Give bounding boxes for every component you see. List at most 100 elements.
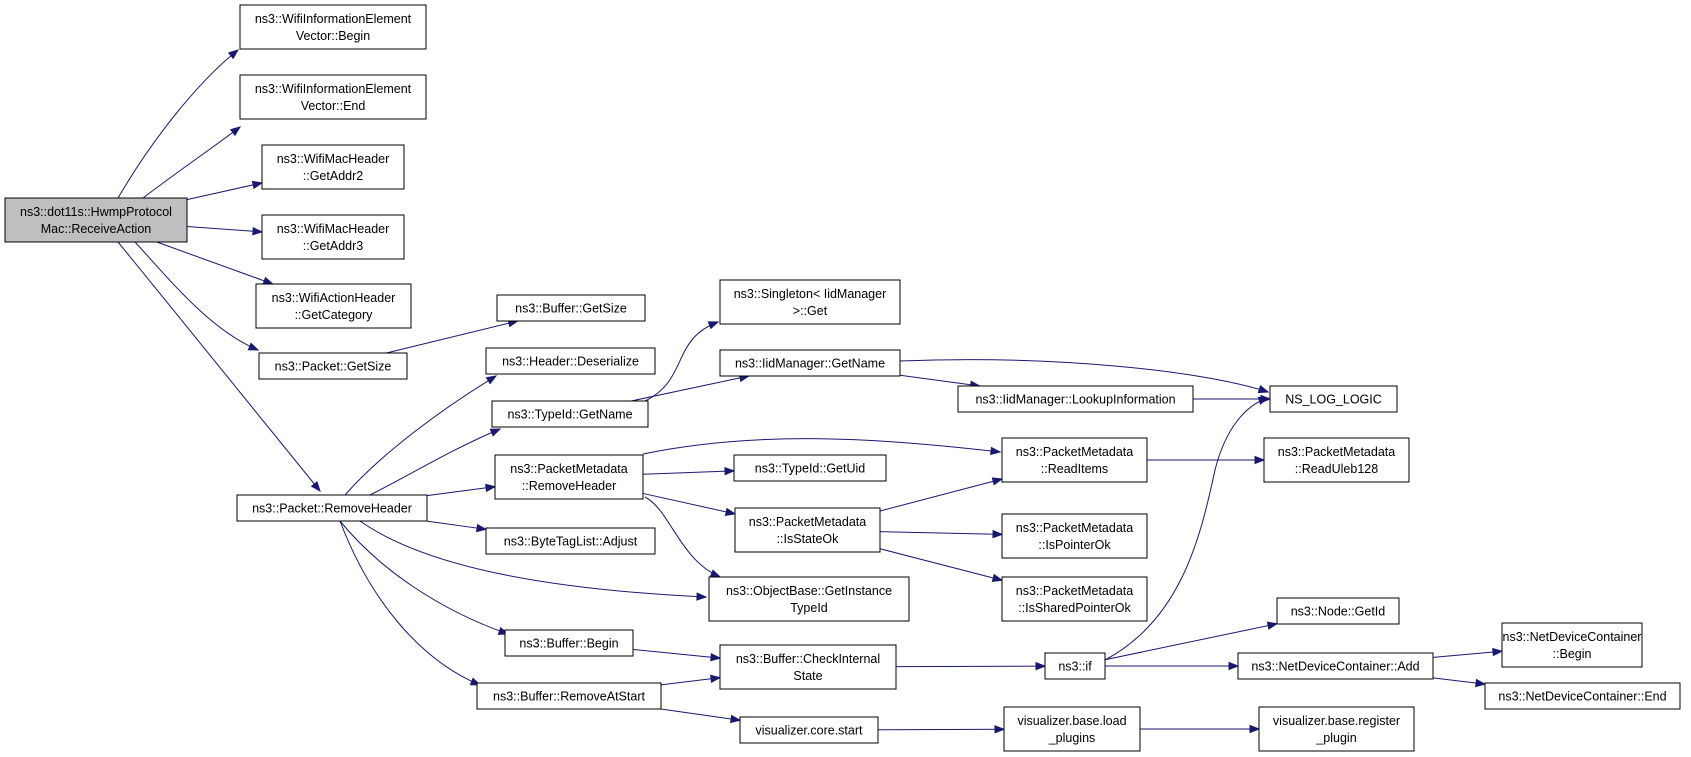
node-box: [485, 347, 656, 375]
edge-buffer_begin-to-buffer_checkinternal: [632, 648, 722, 662]
edge-typeid_getname-to-iid_getname: [631, 373, 751, 402]
node-pm_readitems[interactable]: ns3::PacketMetadata::ReadItems: [1001, 437, 1148, 483]
node-pm_isstateok[interactable]: ns3::PacketMetadata::IsStateOk: [734, 507, 881, 553]
node-box: [261, 214, 405, 260]
node-box: [236, 494, 428, 522]
node-label: ns3::IidManager::GetName: [735, 357, 885, 371]
node-buffer_getsize[interactable]: ns3::Buffer::GetSize: [496, 294, 646, 322]
node-packet_getsize[interactable]: ns3::Packet::GetSize: [258, 352, 408, 380]
edge-pm_removeheader-to-pm_isstateok: [642, 492, 737, 516]
node-ns3_if[interactable]: ns3::if: [1044, 652, 1106, 680]
node-getcategory[interactable]: ns3::WifiActionHeader::GetCategory: [255, 283, 412, 329]
node-vis_core_start[interactable]: visualizer.core.start: [739, 716, 879, 744]
node-iid_getname[interactable]: ns3::IidManager::GetName: [719, 349, 901, 377]
node-label: >::Get: [793, 304, 828, 318]
node-label: visualizer.base.register: [1273, 714, 1400, 728]
node-label: ns3::NetDeviceContainer::Add: [1251, 660, 1419, 674]
edge-packet_removeheader-to-header_deserialize: [344, 375, 498, 496]
node-ndc_end[interactable]: ns3::NetDeviceContainer::End: [1484, 682, 1681, 710]
node-buffer_begin[interactable]: ns3::Buffer::Begin: [504, 629, 634, 657]
node-box: [1001, 437, 1148, 483]
node-label: ns3::NetDeviceContainer: [1503, 630, 1642, 644]
node-label: ::GetAddr2: [303, 169, 363, 183]
node-label: ns3::PacketMetadata: [1016, 584, 1133, 598]
edge-root-to-packet_removeheader: [117, 241, 321, 493]
edge-pm_isstateok-to-pm_ispointerok: [879, 529, 1004, 539]
node-label: ns3::WifiInformationElement: [255, 82, 412, 96]
node-box: [239, 74, 427, 120]
edge-pm_isstateok-to-pm_issharedpointerok: [879, 548, 1004, 582]
node-label: _plugins: [1048, 731, 1096, 745]
node-label: ns3::NetDeviceContainer::End: [1498, 690, 1666, 704]
node-box: [261, 144, 405, 190]
edge-ns3_if-to-node_getid: [1104, 621, 1279, 661]
node-label: ns3::WifiMacHeader: [277, 222, 390, 236]
node-getaddr3[interactable]: ns3::WifiMacHeader::GetAddr3: [261, 214, 405, 260]
node-box: [494, 454, 644, 500]
node-box: [4, 197, 188, 243]
node-pm_issharedpointerok[interactable]: ns3::PacketMetadata::IsSharedPointerOk: [1001, 576, 1148, 622]
node-label: Vector::End: [301, 99, 366, 113]
node-label: ns3::Packet::GetSize: [275, 360, 392, 374]
node-ns_log_logic[interactable]: NS_LOG_LOGIC: [1269, 385, 1398, 413]
node-box: [719, 644, 897, 690]
node-label: ns3::PacketMetadata: [510, 462, 627, 476]
edge-vis_base_load-to-vis_base_register: [1140, 724, 1261, 734]
edge-vis_core_start-to-vis_base_load: [877, 725, 1006, 734]
node-vis_base_register[interactable]: visualizer.base.register_plugin: [1258, 706, 1415, 752]
node-box: [708, 576, 910, 622]
node-bytetaglist_adjust[interactable]: ns3::ByteTagList::Adjust: [485, 527, 656, 555]
node-pm_ispointerok[interactable]: ns3::PacketMetadata::IsPointerOk: [1001, 513, 1148, 559]
node-label: ns3::ByteTagList::Adjust: [504, 535, 638, 549]
node-box: [258, 352, 408, 380]
node-buffer_removeatstart[interactable]: ns3::Buffer::RemoveAtStart: [476, 682, 662, 710]
node-box: [957, 385, 1194, 413]
node-label: ns3::WifiMacHeader: [277, 152, 390, 166]
node-box: [1269, 385, 1398, 413]
node-pm_readuleb[interactable]: ns3::PacketMetadata::ReadUleb128: [1263, 437, 1410, 483]
node-ndc_begin[interactable]: ns3::NetDeviceContainer::Begin: [1501, 622, 1643, 668]
edge-packet_removeheader-to-pm_removeheader: [426, 483, 497, 497]
node-label: NS_LOG_LOGIC: [1285, 393, 1382, 407]
node-packet_removeheader[interactable]: ns3::Packet::RemoveHeader: [236, 494, 428, 522]
node-box: [1484, 682, 1681, 710]
node-vis_base_load[interactable]: visualizer.base.load_plugins: [1003, 706, 1141, 752]
node-ndc_add[interactable]: ns3::NetDeviceContainer::Add: [1237, 652, 1434, 680]
node-layer: ns3::dot11s::HwmpProtocolMac::ReceiveAct…: [4, 4, 1681, 752]
node-pm_removeheader[interactable]: ns3::PacketMetadata::RemoveHeader: [494, 454, 644, 500]
node-box: [1237, 652, 1434, 680]
node-typeid_getuid[interactable]: ns3::TypeId::GetUid: [733, 454, 887, 482]
node-box: [1001, 576, 1148, 622]
node-box: [734, 507, 881, 553]
node-label: ns3::Node::GetId: [1291, 605, 1386, 619]
edge-packet_removeheader-to-buffer_begin: [339, 520, 510, 635]
node-label: ns3::PacketMetadata: [1016, 445, 1133, 459]
edge-pm_removeheader-to-objectbase_getinstance: [644, 496, 722, 578]
node-box: [739, 716, 879, 744]
node-getaddr2[interactable]: ns3::WifiMacHeader::GetAddr2: [261, 144, 405, 190]
node-node_getid[interactable]: ns3::Node::GetId: [1276, 597, 1400, 625]
edge-buffer_removeatstart-to-buffer_checkinternal: [660, 674, 722, 686]
node-label: ::GetAddr3: [303, 239, 363, 253]
node-label: ns3::WifiActionHeader: [272, 291, 396, 305]
node-iid_lookup[interactable]: ns3::IidManager::LookupInformation: [957, 385, 1194, 413]
node-root[interactable]: ns3::dot11s::HwmpProtocolMac::ReceiveAct…: [4, 197, 188, 243]
node-box: [255, 283, 412, 329]
node-label: ns3::IidManager::LookupInformation: [975, 393, 1175, 407]
node-label: ::IsSharedPointerOk: [1018, 601, 1131, 615]
edge-ndc_add-to-ndc_begin: [1432, 647, 1504, 658]
node-typeid_getname[interactable]: ns3::TypeId::GetName: [491, 400, 649, 428]
node-label: Mac::ReceiveAction: [41, 222, 152, 236]
node-label: ::RemoveHeader: [522, 479, 617, 493]
node-label: ns3::if: [1058, 660, 1092, 674]
node-header_deserialize[interactable]: ns3::Header::Deserialize: [485, 347, 656, 375]
node-box: [719, 349, 901, 377]
node-label: ns3::Buffer::CheckInternal: [736, 652, 880, 666]
node-singleton_get[interactable]: ns3::Singleton< IidManager>::Get: [719, 279, 901, 325]
node-label: ::IsPointerOk: [1038, 538, 1111, 552]
node-label: ::ReadItems: [1041, 462, 1108, 476]
